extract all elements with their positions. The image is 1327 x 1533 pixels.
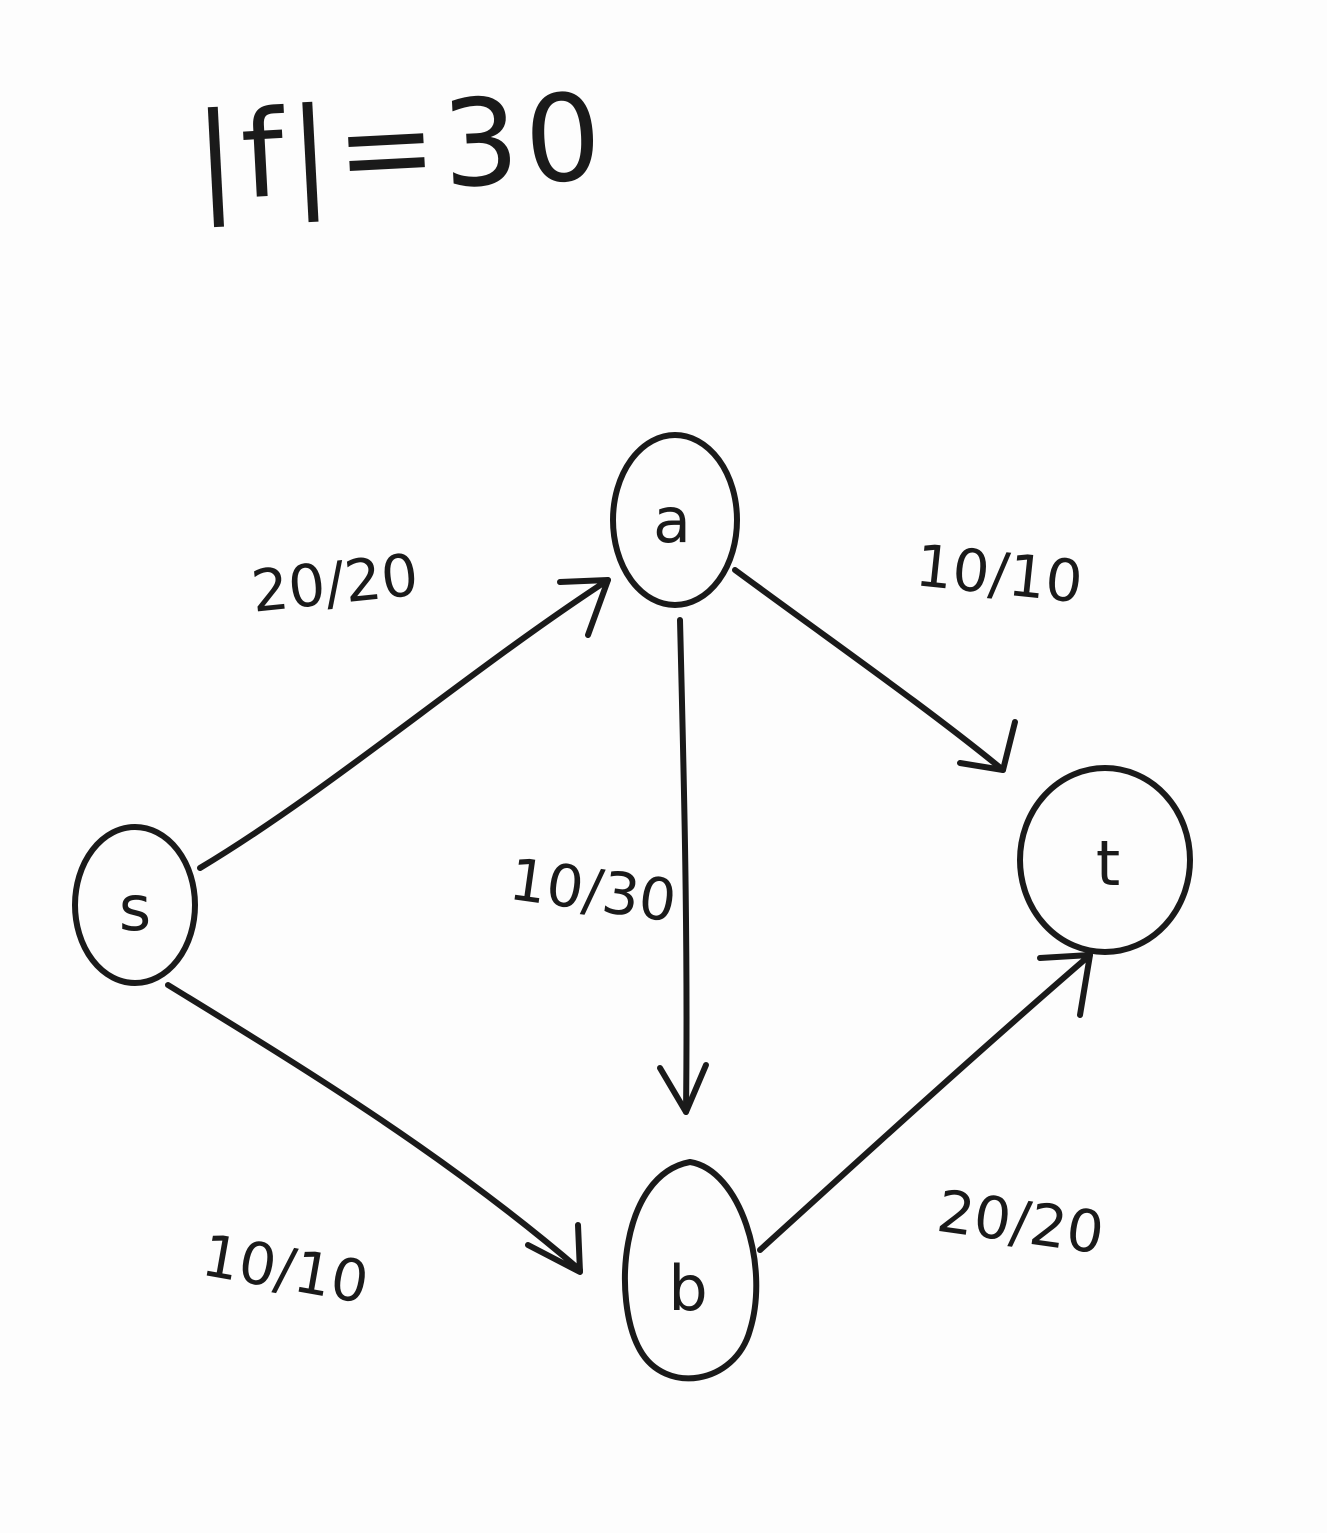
edge-a-b <box>657 617 709 1115</box>
node-b: b <box>622 1159 760 1382</box>
node-a-label: a <box>653 484 691 557</box>
flow-value-title: |f|=30 <box>192 68 611 228</box>
edge-a-b-line <box>677 617 690 1115</box>
edge-b-t <box>757 952 1093 1253</box>
edge-s-b-arrowhead <box>525 1222 583 1275</box>
edge-s-a-arrowhead <box>557 577 611 638</box>
node-s-circle <box>72 824 198 986</box>
node-a: a <box>610 432 740 608</box>
node-b-label: b <box>668 1252 707 1325</box>
edge-b-t-line <box>757 952 1093 1253</box>
edge-a-t-line <box>732 567 1006 773</box>
edge-labels: 20/20 10/10 10/30 10/10 20/20 <box>197 531 1108 1317</box>
edge-a-t <box>732 567 1018 773</box>
edge-b-t-label: 20/20 <box>933 1177 1108 1268</box>
node-s: s <box>72 824 198 986</box>
node-t-label: t <box>1096 827 1120 900</box>
edge-s-a-line <box>197 577 611 871</box>
edge-s-a <box>197 577 611 871</box>
edge-a-b-label: 10/30 <box>505 845 680 936</box>
nodes: s a b t <box>72 432 1193 1382</box>
edge-s-a-label: 20/20 <box>248 541 421 626</box>
edge-b-t-arrowhead <box>1037 952 1093 1018</box>
edge-a-b-arrowhead <box>657 1062 709 1115</box>
node-s-label: s <box>119 872 151 945</box>
edge-s-b <box>165 982 583 1275</box>
node-a-circle <box>610 432 740 608</box>
node-t: t <box>1017 765 1193 955</box>
edge-a-t-label: 10/10 <box>912 531 1085 616</box>
node-b-circle <box>622 1159 760 1382</box>
edge-a-t-arrowhead <box>957 719 1018 773</box>
node-t-circle <box>1017 765 1193 955</box>
edge-s-b-line <box>165 982 583 1273</box>
edges <box>165 567 1093 1275</box>
edge-s-b-label: 10/10 <box>197 1221 373 1317</box>
